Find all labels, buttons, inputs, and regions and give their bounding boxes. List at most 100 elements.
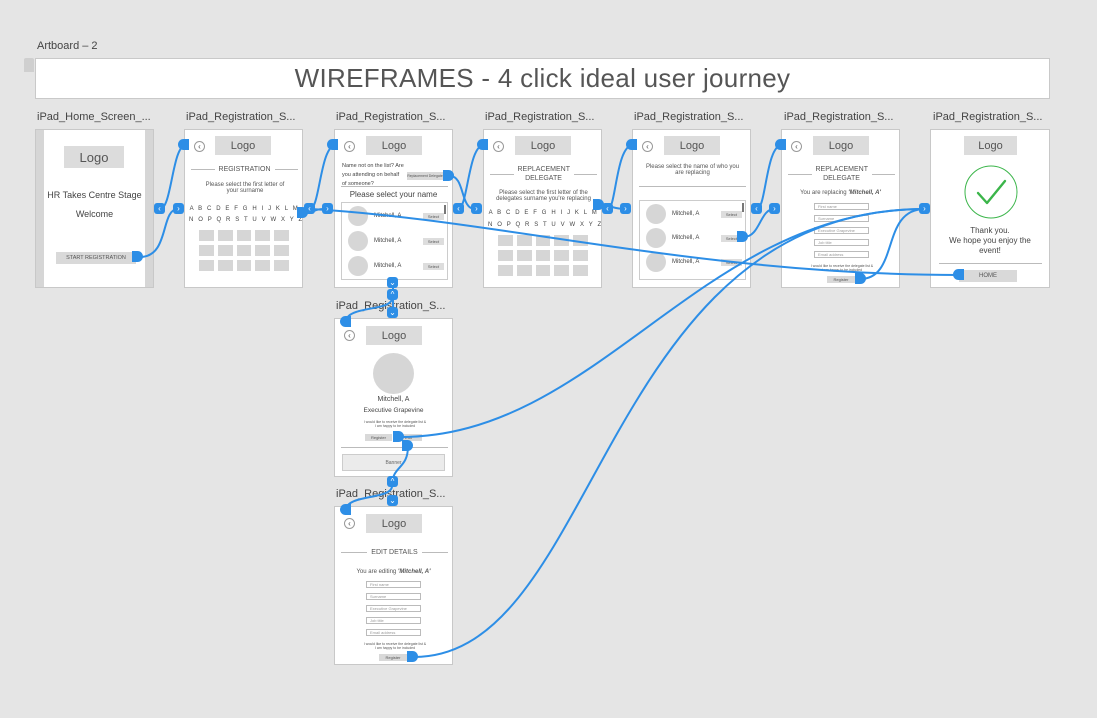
alphabet-row-1[interactable]: A B C D E F G H I J K L M	[189, 206, 300, 212]
screen-label-select-name[interactable]: iPad_Registration_S...	[336, 111, 446, 123]
screen-label-thankyou[interactable]: iPad_Registration_S...	[933, 111, 1043, 123]
consent-text[interactable]: I would like to receive the delegate lis…	[363, 642, 427, 650]
screen-edit-details[interactable]: ‹ Logo EDIT DETAILS You are editing 'Mit…	[334, 506, 453, 665]
company-field[interactable]: Executive Grapevine	[814, 227, 869, 234]
chevron-right-icon[interactable]: ›	[769, 203, 780, 214]
select-button[interactable]: Select	[422, 237, 444, 245]
chevron-down-icon[interactable]: ⌄	[387, 307, 398, 318]
surname-field[interactable]: Surname	[814, 215, 869, 222]
back-icon[interactable]: ‹	[344, 518, 355, 529]
chevron-right-icon[interactable]: ›	[919, 203, 930, 214]
chevron-right-icon[interactable]: ›	[173, 203, 184, 214]
grid-cell	[199, 245, 214, 256]
screen-label-replacing-name[interactable]: iPad_Registration_S...	[634, 111, 744, 123]
list-item[interactable]: Mitchell, A Select	[348, 206, 444, 226]
artboard-tab	[24, 58, 34, 72]
chevron-left-icon[interactable]: ‹	[154, 203, 165, 214]
back-icon[interactable]: ‹	[344, 330, 355, 341]
company-field[interactable]: Executive Grapevine	[366, 605, 421, 612]
link-port[interactable]	[402, 440, 413, 451]
grid-cell	[535, 250, 551, 261]
screen-label-surname[interactable]: iPad_Registration_S...	[186, 111, 296, 123]
back-icon[interactable]: ‹	[642, 141, 653, 152]
alphabet-row-2[interactable]: N O P Q R S T U V W X Y Z	[488, 222, 602, 228]
name-list[interactable]: Mitchell, A Select Mitchell, A Select Mi…	[341, 202, 448, 280]
first-name-field[interactable]: First name	[366, 581, 421, 588]
link-port[interactable]	[393, 431, 404, 442]
screen-profile[interactable]: ‹ Logo Mitchell, A Executive Grapevine I…	[334, 318, 453, 477]
link-port[interactable]	[340, 504, 351, 515]
screen-label-replacement[interactable]: iPad_Registration_S...	[485, 111, 595, 123]
job-title-field[interactable]: Job title	[366, 617, 421, 624]
consent-text[interactable]: I would like to receive the delegate lis…	[363, 420, 427, 428]
email-field[interactable]: Email address	[366, 629, 421, 636]
screen-label-home[interactable]: iPad_Home_Screen_...	[37, 111, 151, 123]
link-port[interactable]	[132, 251, 143, 262]
chevron-left-icon[interactable]: ‹	[304, 203, 315, 214]
email-field[interactable]: Email address	[814, 251, 869, 258]
chevron-up-icon[interactable]: ^	[387, 289, 398, 300]
chevron-left-icon[interactable]: ‹	[453, 203, 464, 214]
grid-cell	[573, 235, 588, 246]
chevron-left-icon[interactable]: ‹	[751, 203, 762, 214]
list-item[interactable]: Mitchell, A Select	[348, 256, 444, 276]
screen-thankyou[interactable]: Logo Thank you. We hope you enjoy the ev…	[930, 129, 1050, 288]
link-port[interactable]	[327, 139, 338, 150]
screen-label-profile[interactable]: iPad_Registration_S...	[336, 300, 446, 312]
surname-field[interactable]: Surname	[366, 593, 421, 600]
chevron-left-icon[interactable]: ‹	[602, 203, 613, 214]
link-port[interactable]	[737, 231, 748, 242]
screen-label-replacement-form[interactable]: iPad_Registration_S...	[784, 111, 894, 123]
chevron-right-icon[interactable]: ›	[322, 203, 333, 214]
link-port[interactable]	[855, 273, 866, 284]
link-port[interactable]	[178, 139, 189, 150]
chevron-up-icon[interactable]: ^	[387, 476, 398, 487]
back-icon[interactable]: ‹	[791, 141, 802, 152]
register-button[interactable]: Register	[365, 434, 392, 441]
link-port[interactable]	[477, 139, 488, 150]
scrollbar[interactable]	[444, 205, 446, 214]
chevron-down-icon[interactable]: ⌄	[387, 277, 398, 288]
chevron-down-icon[interactable]: ⌄	[387, 495, 398, 506]
link-port[interactable]	[775, 139, 786, 150]
register-button[interactable]: Register	[379, 654, 407, 661]
list-item[interactable]: Mitchell, A Select	[348, 231, 444, 251]
screen-home[interactable]: Logo HR Takes Centre Stage Welcome START…	[35, 129, 154, 288]
alphabet-row-1[interactable]: A B C D E F G H I J K L M	[488, 210, 599, 216]
link-port[interactable]	[626, 139, 637, 150]
replacing-name-list[interactable]: Mitchell, A Select Mitchell, A Select Mi…	[639, 200, 746, 280]
link-port[interactable]	[297, 207, 308, 218]
link-port[interactable]	[593, 199, 604, 210]
screen-replacement-form[interactable]: ‹ Logo REPLACEMENT DELEGATE You are repl…	[781, 129, 900, 288]
alphabet-row-2[interactable]: N O P Q R S T U V W X Y Z	[189, 217, 303, 223]
list-item[interactable]: Mitchell, A Select	[646, 252, 742, 272]
chevron-right-icon[interactable]: ›	[620, 203, 631, 214]
link-port[interactable]	[407, 651, 418, 662]
screen-replacement[interactable]: ‹ Logo REPLACEMENT DELEGATE Please selec…	[483, 129, 602, 288]
screen-select-name[interactable]: ‹ Logo Name not on the list? Are you att…	[334, 129, 453, 288]
list-item[interactable]: Mitchell, A Select	[646, 204, 742, 224]
screen-surname[interactable]: ‹ Logo REGISTRATION Please select the fi…	[184, 129, 303, 288]
back-icon[interactable]: ‹	[194, 141, 205, 152]
scrollbar[interactable]	[742, 203, 744, 212]
back-icon[interactable]: ‹	[493, 141, 504, 152]
screen-label-edit[interactable]: iPad_Registration_S...	[336, 488, 446, 500]
register-button[interactable]: Register	[827, 276, 855, 283]
select-button[interactable]: Select	[422, 262, 444, 270]
link-port[interactable]	[340, 316, 351, 327]
select-button[interactable]: Select	[422, 212, 444, 220]
job-title-field[interactable]: Job title	[814, 239, 869, 246]
select-button[interactable]: Select	[720, 210, 742, 218]
first-name-field[interactable]: First name	[814, 203, 869, 210]
replacement-delegate-button[interactable]: Replacement Delegate	[407, 172, 443, 180]
consent-text[interactable]: I would like to receive the delegate lis…	[810, 264, 874, 272]
link-port[interactable]	[443, 170, 454, 181]
screen-replacing-name[interactable]: ‹ Logo Please select the name of who you…	[632, 129, 751, 288]
chevron-right-icon[interactable]: ›	[471, 203, 482, 214]
start-registration-button[interactable]: START REGISTRATION	[56, 252, 136, 264]
home-button[interactable]: HOME	[959, 270, 1017, 282]
back-icon[interactable]: ‹	[344, 141, 355, 152]
list-item[interactable]: Mitchell, A Select	[646, 228, 742, 248]
link-port[interactable]	[953, 269, 964, 280]
select-button[interactable]: Select	[720, 258, 742, 266]
